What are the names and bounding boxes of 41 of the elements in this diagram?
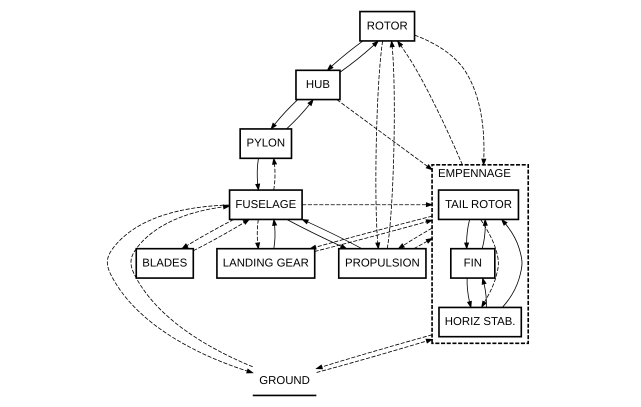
- node-box: ROTOR: [358, 10, 415, 42]
- arrow: [386, 40, 394, 250]
- node-box: FIN: [450, 248, 496, 279]
- arrow: [272, 218, 277, 250]
- node-box: TAIL ROTOR: [437, 189, 519, 220]
- arrow: [192, 218, 250, 252]
- arrow: [413, 238, 433, 249]
- node-box: PROPULSION: [337, 248, 426, 279]
- arrow: [301, 202, 433, 208]
- arrow: [300, 218, 362, 249]
- arrow: [254, 219, 260, 250]
- arrow: [314, 219, 433, 252]
- arrow: [374, 40, 383, 250]
- node-box: HUB: [294, 69, 340, 100]
- arrow: [336, 99, 433, 170]
- arrow: [481, 277, 486, 308]
- node-box: HORIZ STAB.: [438, 306, 522, 338]
- arrow: [286, 219, 348, 250]
- arrow: [500, 218, 522, 308]
- arrow: [466, 278, 472, 309]
- arrow: [464, 219, 470, 250]
- arrow: [272, 157, 277, 190]
- node-box: BLADES: [134, 248, 194, 279]
- arrow: [308, 216, 432, 250]
- arrow: [481, 218, 488, 250]
- node-box: PYLON: [238, 128, 292, 160]
- arrow: [396, 40, 462, 166]
- arrow: [286, 98, 314, 130]
- arrow: [180, 219, 234, 250]
- arrow: [254, 158, 260, 192]
- node-box: LANDING GEAR: [216, 248, 316, 279]
- arrow: [270, 99, 298, 130]
- arrow: [396, 228, 432, 250]
- arrow: [414, 34, 486, 166]
- arrow: [480, 219, 498, 308]
- arrow: [326, 40, 363, 72]
- arrow: [106, 204, 254, 374]
- node-text: GROUND: [258, 374, 310, 387]
- arrow: [339, 40, 379, 73]
- node-box: FUSELAGE: [228, 189, 302, 220]
- arrow: [130, 204, 253, 368]
